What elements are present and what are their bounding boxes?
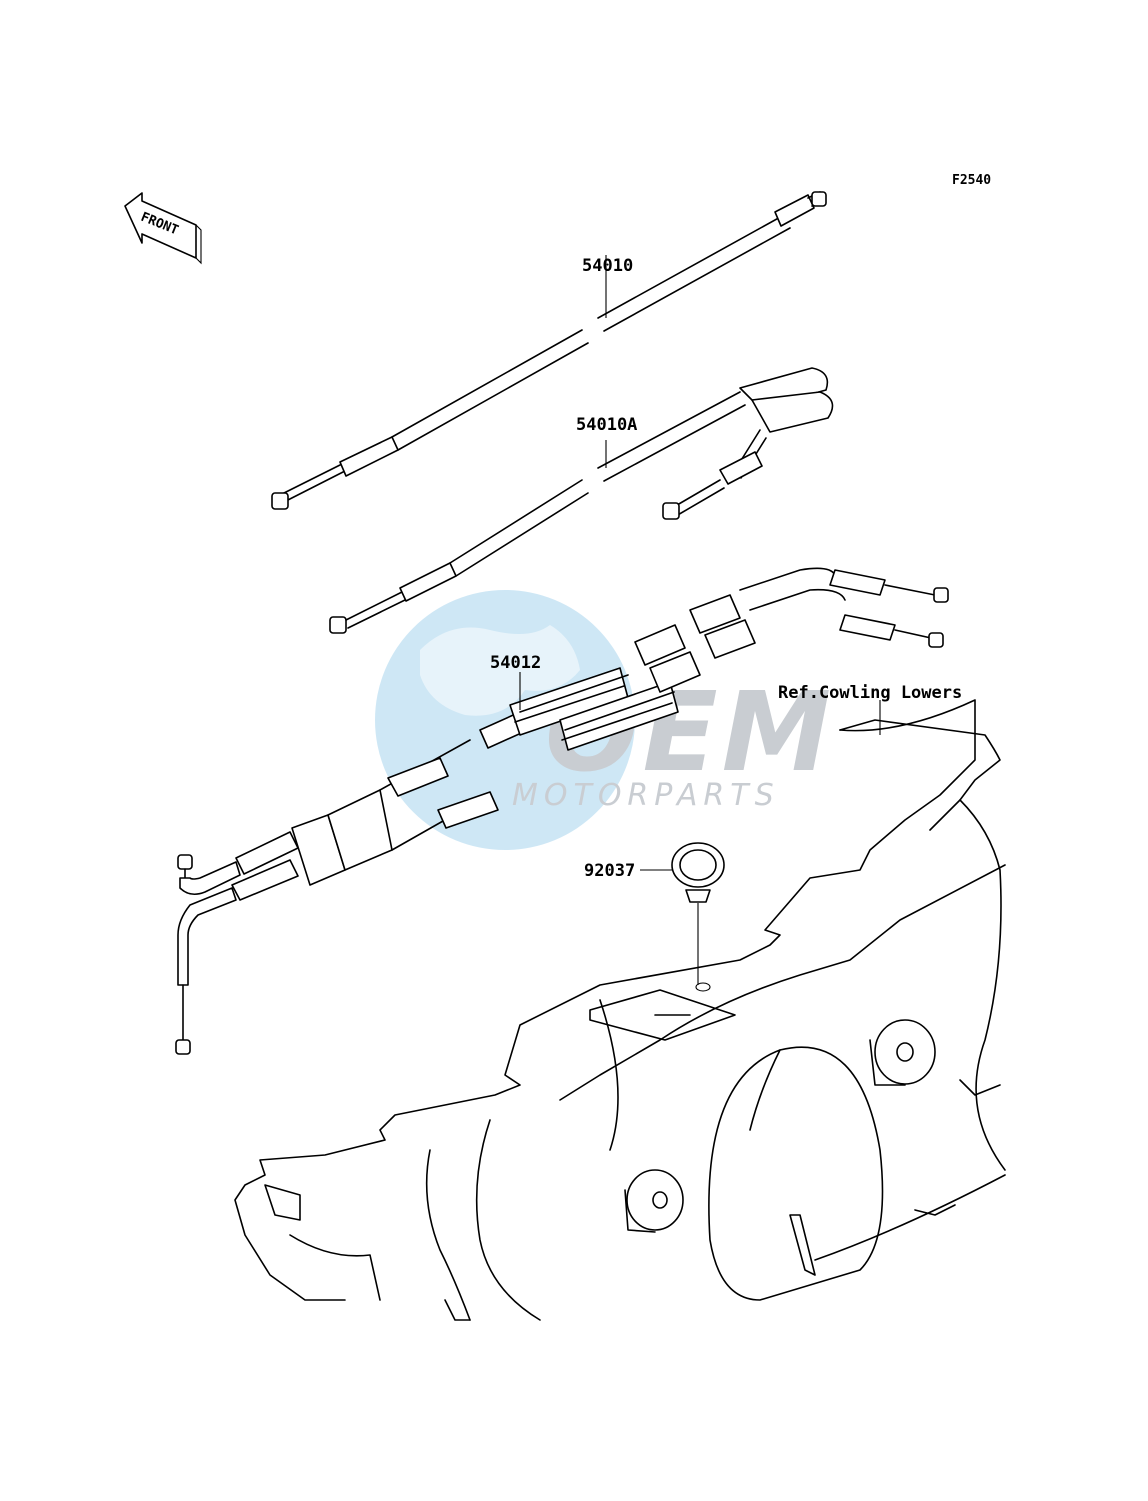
watermark-tagline: MOTORPARTS xyxy=(512,778,780,813)
throttle-cable-set-54012 xyxy=(175,567,949,1055)
part-92037-label: 92037 xyxy=(584,861,635,881)
diagram-code: F2540 xyxy=(952,173,991,188)
cable-54010 xyxy=(271,191,827,510)
frame-outline xyxy=(234,699,1006,1321)
cable-54010a xyxy=(329,367,834,634)
part-54012-label: 54012 xyxy=(490,653,541,673)
grommet-92037 xyxy=(640,842,725,992)
reference-label: Ref.Cowling Lowers xyxy=(778,683,962,703)
front-arrow-icon: FRONT xyxy=(124,192,202,265)
part-54010a-label: 54010A xyxy=(576,415,637,435)
part-54010-label: 54010 xyxy=(582,256,633,276)
watermark-continents xyxy=(420,625,580,716)
